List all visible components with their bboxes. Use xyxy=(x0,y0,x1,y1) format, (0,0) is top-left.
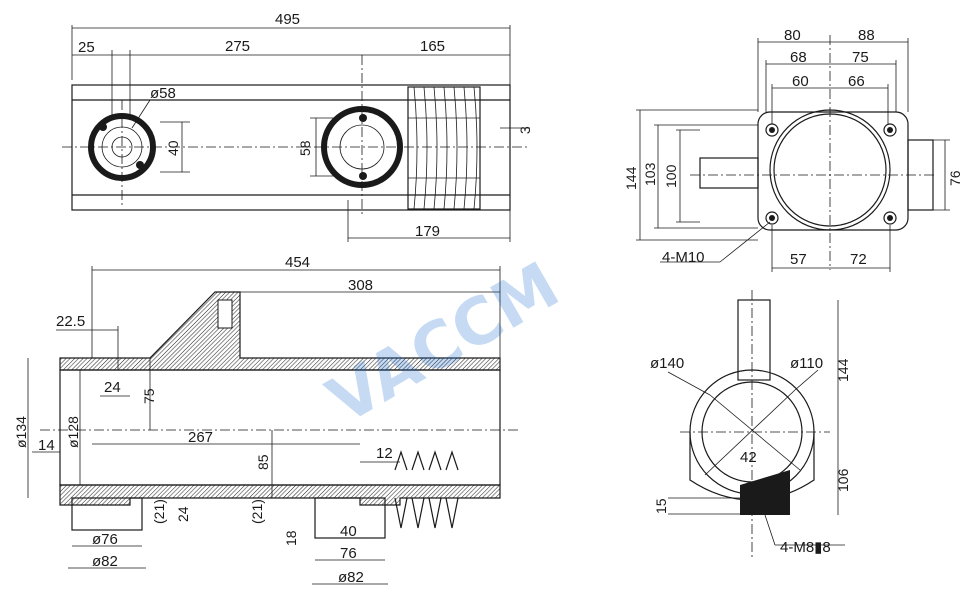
bolt-hole xyxy=(359,172,367,180)
dim-88: 88 xyxy=(858,27,875,44)
bolt-hole xyxy=(887,215,893,221)
side-bracket xyxy=(740,470,790,515)
end-view: 80 88 68 75 60 66 144 103 100 76 57 72 xyxy=(623,27,963,272)
dim-165: 165 xyxy=(420,38,445,55)
dim-144: 144 xyxy=(623,166,639,190)
dim-overall-495: 495 xyxy=(275,11,300,28)
left-flange xyxy=(71,497,143,531)
dim-21-right: (21) xyxy=(249,499,265,524)
dim-58: 58 xyxy=(297,140,313,156)
thread-4-m10: 4-M10 xyxy=(662,249,705,266)
bolt-hole xyxy=(887,127,893,133)
dim-40-lower: 40 xyxy=(340,523,357,540)
dim-15: 15 xyxy=(653,498,669,514)
top-view: 495 25 275 165 ø58 40 58 3 179 xyxy=(62,11,533,242)
dim-21-left: (21) xyxy=(151,499,167,524)
dim-60: 60 xyxy=(792,73,809,90)
end-port xyxy=(699,157,759,189)
bolt-hole xyxy=(769,215,775,221)
dim-dia134: ø134 xyxy=(13,416,29,448)
bolt-hole xyxy=(99,123,107,131)
dim-267: 267 xyxy=(188,429,213,446)
dim-14: 14 xyxy=(38,437,55,454)
section-view: 454 308 22.5 24 75 ø134 ø128 14 267 85 1… xyxy=(13,254,520,586)
dim-3: 3 xyxy=(517,126,533,134)
dim-179: 179 xyxy=(415,223,440,240)
bolt-hole xyxy=(769,127,775,133)
dim-68: 68 xyxy=(790,49,807,66)
dim-40: 40 xyxy=(165,140,181,156)
thread-4-m8: 4-M8▮8 xyxy=(780,539,831,556)
dim-85: 85 xyxy=(255,454,271,470)
dim-308: 308 xyxy=(348,277,373,294)
dim-72: 72 xyxy=(850,251,867,268)
dim-75: 75 xyxy=(852,49,869,66)
dim-side-144: 144 xyxy=(835,358,851,382)
dim-66: 66 xyxy=(848,73,865,90)
dim-25: 25 xyxy=(78,39,95,56)
side-port xyxy=(737,299,771,381)
dim-275: 275 xyxy=(225,38,250,55)
bore-outline xyxy=(59,369,501,486)
dim-dia110: ø110 xyxy=(790,355,823,372)
dim-dia58: ø58 xyxy=(150,85,176,102)
dim-57: 57 xyxy=(790,251,807,268)
dim-100: 100 xyxy=(663,164,679,188)
dim-dia128: ø128 xyxy=(65,416,81,448)
dim-24-lower: 24 xyxy=(175,506,191,522)
dim-22-5: 22.5 xyxy=(56,313,85,330)
dim-42: 42 xyxy=(740,449,757,466)
lower-wall-section xyxy=(59,484,501,506)
bolt-hole xyxy=(359,114,367,122)
dim-12: 12 xyxy=(376,445,393,462)
side-view: ø140 ø110 144 106 42 15 4-M8▮8 xyxy=(650,290,851,560)
dim-18: 18 xyxy=(283,530,299,546)
dim-24: 24 xyxy=(104,379,121,396)
dim-106: 106 xyxy=(835,468,851,492)
dim-80: 80 xyxy=(784,27,801,44)
top-body-outline xyxy=(71,84,511,211)
dim-76-lower: 76 xyxy=(340,545,357,562)
dim-dia82-left: ø82 xyxy=(92,553,118,570)
dim-103: 103 xyxy=(642,162,658,186)
section-bellows xyxy=(394,450,459,529)
bolt-hole xyxy=(136,161,144,169)
dim-dia76: ø76 xyxy=(92,531,118,548)
dim-75: 75 xyxy=(141,388,157,404)
dim-dia82-right: ø82 xyxy=(338,569,364,586)
dim-76: 76 xyxy=(947,170,963,186)
bellows xyxy=(407,86,481,210)
dim-dia140: ø140 xyxy=(650,355,684,372)
tapped-port xyxy=(217,299,233,329)
dim-454: 454 xyxy=(285,254,310,271)
